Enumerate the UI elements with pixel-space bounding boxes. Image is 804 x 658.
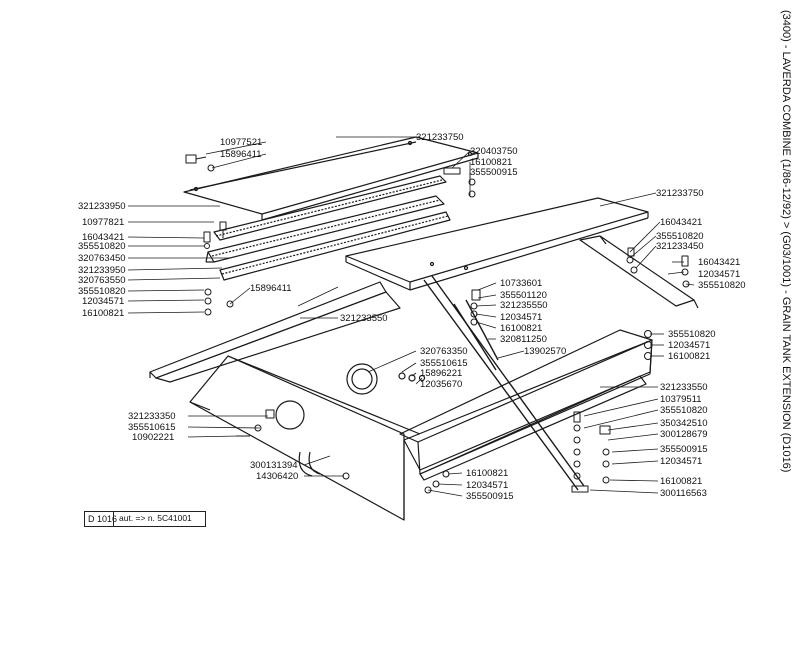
part-label: 16100821 (660, 476, 703, 487)
reference-divider (113, 512, 114, 526)
part-label: 355500915 (470, 167, 518, 178)
front-lower-panel (189, 355, 421, 521)
front-right-panel (399, 329, 653, 520)
part-label: 15896221 (420, 368, 463, 379)
part-label: 16100821 (470, 157, 513, 168)
part-label: 355510820 (668, 329, 716, 340)
part-label: 16043421 (82, 232, 125, 243)
part-label: 10379511 (660, 394, 702, 405)
part-label: 321233350 (128, 411, 176, 422)
part-label: 355500915 (660, 444, 708, 455)
drawing-code: D 1016 (88, 514, 118, 524)
part-label: 320403750 (470, 146, 518, 157)
right-angle-strip (579, 235, 699, 309)
part-label: 15896411 (220, 149, 262, 160)
part-label: 16100821 (82, 308, 125, 319)
part-label: 10902221 (132, 432, 175, 443)
part-label: 16043421 (660, 217, 703, 228)
part-label: 10977521 (220, 137, 263, 148)
part-label: 321233950 (78, 201, 126, 212)
part-label: 321233950 (78, 265, 126, 276)
part-label: 320763450 (78, 253, 126, 264)
part-label: 13902570 (524, 346, 567, 357)
part-label: 321233550 (660, 382, 708, 393)
part-label: 15896411 (250, 283, 292, 294)
part-label: 12035670 (420, 379, 463, 390)
part-label: 12034571 (668, 340, 711, 351)
serial-applicability-note: aut. => n. 5C41001 (119, 513, 192, 523)
part-label: 355501120 (500, 290, 547, 301)
fasteners (185, 154, 690, 494)
main-extension-plate (345, 197, 649, 291)
part-label: 14306420 (256, 471, 299, 482)
top-cover-plate (183, 136, 479, 221)
part-label: 12034571 (698, 269, 741, 280)
seal-strip-assembly (205, 175, 451, 281)
part-label: 12034571 (82, 296, 125, 307)
part-label: 300128679 (660, 429, 708, 440)
part-label: 355510820 (78, 241, 126, 252)
tie-rods (423, 275, 585, 491)
part-label: 320763350 (420, 346, 468, 357)
drawing-reference-box: D 1016 aut. => n. 5C41001 (84, 511, 206, 527)
part-label: 355510820 (78, 286, 126, 297)
drawing-title: (3400) - LAVERDA COMBINE (1/86-12/92) > … (780, 10, 792, 473)
part-label: 355510820 (698, 280, 746, 291)
part-label: 321233750 (416, 132, 464, 143)
part-label: 320811250 (500, 334, 547, 345)
part-label: 16100821 (466, 468, 509, 479)
part-label: 300131394 (250, 460, 298, 471)
part-label: 321233750 (656, 188, 704, 199)
part-label: 10733601 (500, 278, 543, 289)
part-label: 321235550 (500, 300, 548, 311)
part-label: 300116563 (660, 488, 707, 499)
part-label: 16100821 (668, 351, 711, 362)
part-label: 16100821 (500, 323, 543, 334)
part-label: 355510820 (656, 231, 704, 242)
part-label: 321233550 (340, 313, 388, 324)
part-label: 10977821 (82, 217, 125, 228)
part-label: 350342510 (660, 418, 708, 429)
part-label: 321233450 (656, 241, 704, 252)
part-label: 12034571 (660, 456, 703, 467)
part-label: 355510615 (128, 422, 176, 433)
part-label: 12034571 (500, 312, 543, 323)
part-label: 16043421 (698, 257, 741, 268)
part-label: 320763550 (78, 275, 126, 286)
part-label: 12034571 (466, 480, 509, 491)
part-label: 355500915 (466, 491, 514, 502)
left-side-panel (149, 281, 401, 383)
inspection-window (346, 363, 426, 395)
part-label: 355510820 (660, 405, 708, 416)
part-label: 355510615 (420, 358, 468, 369)
